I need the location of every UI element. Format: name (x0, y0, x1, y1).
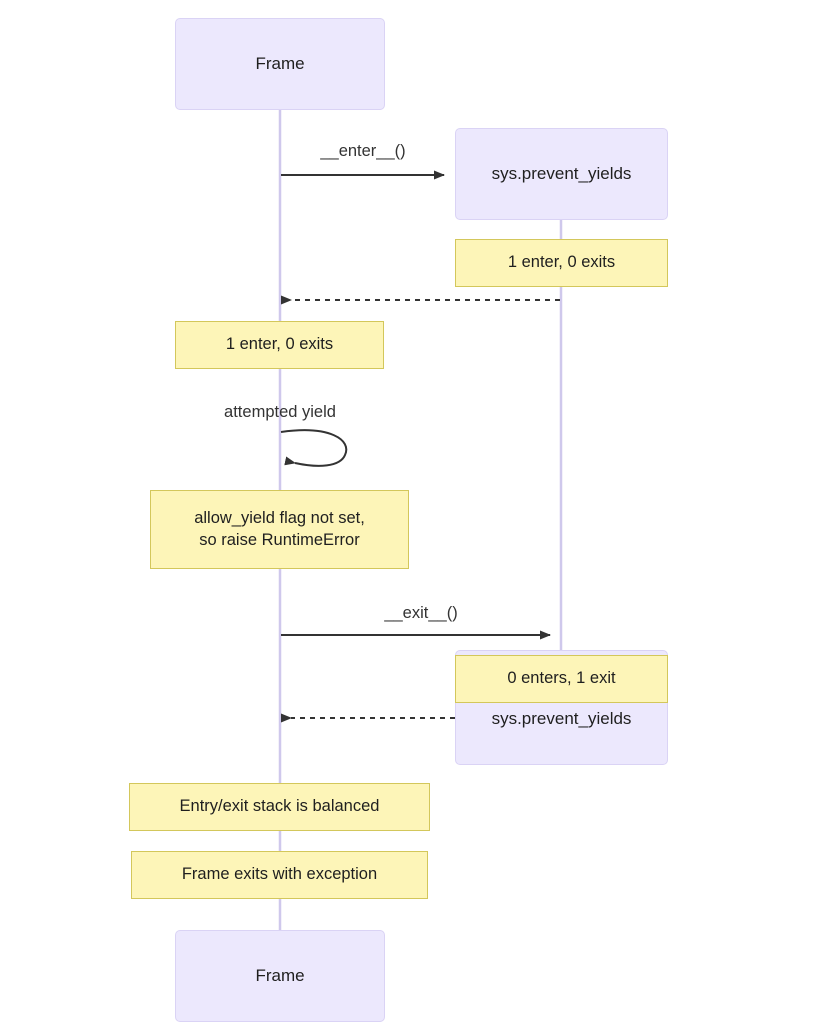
note-stack-balanced[interactable]: Entry/exit stack is balanced (129, 783, 430, 831)
message-label-attempted-yield: attempted yield (224, 403, 336, 421)
note-left-enter-text: 1 enter, 0 exits (225, 335, 334, 354)
note-stack-balanced-text: Entry/exit stack is balanced (179, 797, 380, 816)
participant-sys-prevent-yields-top[interactable]: sys.prevent_yields (455, 128, 668, 220)
note-left-enter[interactable]: 1 enter, 0 exits (175, 321, 384, 369)
note-frame-exits-exception[interactable]: Frame exits with exception (131, 851, 428, 899)
participant-sys-prevent-yields-bottom-label: sys.prevent_yields (491, 709, 632, 728)
participant-frame-top[interactable]: Frame (175, 18, 385, 110)
note-frame-exits-exception-text: Frame exits with exception (181, 865, 378, 884)
note-runtime-error-text: allow_yield flag not set, so raise Runti… (194, 508, 365, 549)
note-runtime-error[interactable]: allow_yield flag not set, so raise Runti… (150, 490, 409, 569)
note-right-exit[interactable]: 0 enters, 1 exit (455, 655, 668, 703)
note-right-enter-text: 1 enter, 0 exits (507, 253, 616, 272)
note-right-exit-text: 0 enters, 1 exit (507, 669, 616, 688)
arrow-attempted-yield-selfloop (280, 429, 348, 467)
participant-sys-prevent-yields-top-label: sys.prevent_yields (491, 163, 632, 183)
participant-frame-bottom-label: Frame (255, 965, 305, 985)
participant-frame-bottom[interactable]: Frame (175, 930, 385, 1022)
note-right-enter[interactable]: 1 enter, 0 exits (455, 239, 668, 287)
participant-frame-top-label: Frame (255, 53, 305, 73)
message-label-exit: __exit__() (384, 604, 458, 622)
message-label-enter: __enter__() (320, 142, 406, 160)
